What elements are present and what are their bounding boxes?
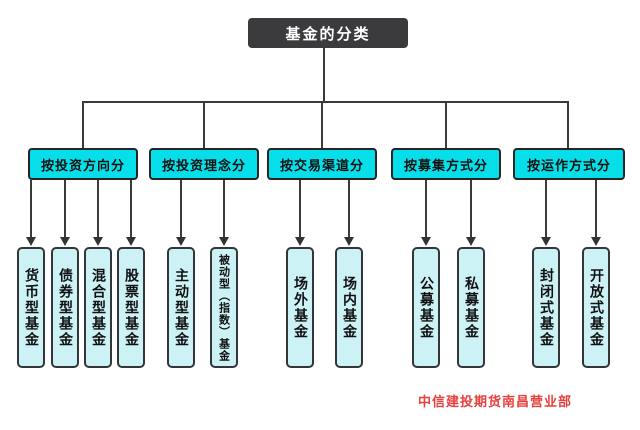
leaf-label: 被动型（指数）基金 bbox=[217, 253, 231, 362]
node-equity-fund: 股票型基金 bbox=[117, 247, 145, 368]
leaf-label: 混合型基金 bbox=[90, 267, 106, 348]
arrow-line bbox=[348, 180, 350, 238]
arrow-down-icon bbox=[591, 237, 601, 246]
arrow-line bbox=[595, 180, 597, 238]
leaf-label: 股票型基金 bbox=[123, 267, 139, 348]
arrow-down-icon bbox=[60, 237, 70, 246]
arrow-down-icon bbox=[176, 237, 186, 246]
leaf-label: 货币型基金 bbox=[23, 267, 39, 348]
arrow-down-icon bbox=[93, 237, 103, 246]
connector-drop-5 bbox=[567, 101, 569, 148]
connector-root-stem bbox=[323, 48, 325, 103]
connector-drop-3 bbox=[321, 101, 323, 148]
arrow-line bbox=[470, 180, 472, 238]
group-label: 按投资方向分 bbox=[40, 158, 125, 174]
leaf-label: 债券型基金 bbox=[57, 267, 73, 348]
leaf-label: 封闭式基金 bbox=[538, 267, 554, 348]
arrow-line bbox=[97, 180, 99, 238]
node-public-fund: 公募基金 bbox=[412, 247, 440, 368]
node-money-market-fund: 货币型基金 bbox=[17, 247, 45, 368]
leaf-label: 主动型基金 bbox=[173, 267, 189, 348]
group-label: 按交易渠道分 bbox=[279, 158, 364, 174]
arrow-down-icon bbox=[295, 237, 305, 246]
leaf-label: 私募基金 bbox=[463, 275, 479, 340]
arrow-line bbox=[299, 180, 301, 238]
arrow-down-icon bbox=[219, 237, 229, 246]
connector-drop-4 bbox=[445, 101, 447, 148]
node-hybrid-fund: 混合型基金 bbox=[84, 247, 112, 368]
node-open-end-fund: 开放式基金 bbox=[582, 247, 610, 368]
group-by-investment-philosophy: 按投资理念分 bbox=[149, 148, 259, 180]
connector-drop-2 bbox=[203, 101, 205, 148]
branding-watermark: 中信建投期货南昌营业部 bbox=[418, 395, 573, 410]
node-active-fund: 主动型基金 bbox=[167, 247, 195, 368]
group-by-operation-mode: 按运作方式分 bbox=[513, 148, 625, 180]
arrow-down-icon bbox=[26, 237, 36, 246]
arrow-line bbox=[64, 180, 66, 238]
arrow-line bbox=[130, 180, 132, 238]
arrow-line bbox=[223, 180, 225, 238]
arrow-down-icon bbox=[344, 237, 354, 246]
group-label: 按投资理念分 bbox=[161, 158, 246, 174]
root-node-label: 基金的分类 bbox=[285, 24, 371, 43]
arrow-line bbox=[545, 180, 547, 238]
leaf-label: 公募基金 bbox=[418, 275, 434, 340]
leaf-label: 场外基金 bbox=[292, 275, 308, 340]
arrow-line bbox=[425, 180, 427, 238]
arrow-down-icon bbox=[466, 237, 476, 246]
group-label: 按募集方式分 bbox=[403, 158, 488, 174]
arrow-down-icon bbox=[126, 237, 136, 246]
node-otc-fund: 场外基金 bbox=[286, 247, 314, 368]
group-by-trading-channel: 按交易渠道分 bbox=[267, 148, 377, 180]
arrow-line bbox=[180, 180, 182, 238]
group-label: 按运作方式分 bbox=[526, 158, 611, 174]
arrow-line bbox=[30, 180, 32, 238]
node-passive-index-fund: 被动型（指数）基金 bbox=[210, 247, 238, 368]
node-bond-fund: 债券型基金 bbox=[51, 247, 79, 368]
connector-distribution-bar bbox=[83, 101, 569, 103]
node-exchange-traded-fund: 场内基金 bbox=[335, 247, 363, 368]
arrow-down-icon bbox=[421, 237, 431, 246]
leaf-label: 开放式基金 bbox=[588, 267, 604, 348]
connector-drop-1 bbox=[82, 101, 84, 148]
group-by-fundraising-method: 按募集方式分 bbox=[391, 148, 501, 180]
root-node-fund-classification: 基金的分类 bbox=[248, 18, 408, 48]
leaf-label: 场内基金 bbox=[341, 275, 357, 340]
arrow-down-icon bbox=[541, 237, 551, 246]
node-private-fund: 私募基金 bbox=[457, 247, 485, 368]
node-closed-end-fund: 封闭式基金 bbox=[532, 247, 560, 368]
group-by-investment-direction: 按投资方向分 bbox=[28, 148, 138, 180]
